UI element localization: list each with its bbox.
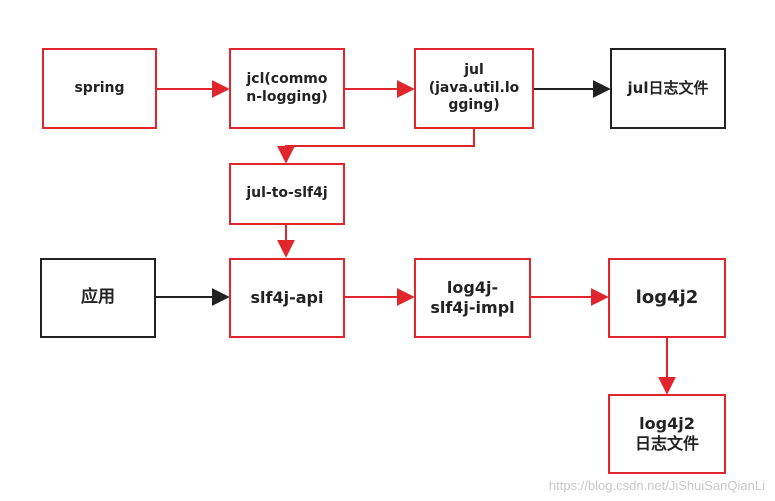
edge-jul-to-jul-to-slf4j	[277, 128, 475, 164]
node-log4j2-file-label-line2: 日志文件	[634, 434, 699, 453]
node-log4j-slf4j-impl: log4j- slf4j-impl	[414, 258, 531, 338]
node-jul-file: jul日志文件	[610, 48, 726, 129]
node-log4j-slf4j-impl-label-line1: log4j-	[446, 278, 499, 297]
node-jul-to-slf4j: jul-to-slf4j	[229, 163, 345, 225]
node-slf4j-api: slf4j-api	[229, 258, 345, 338]
node-app: 应用	[40, 258, 156, 338]
node-spring: spring	[42, 48, 157, 129]
node-log4j-slf4j-impl-label-line2: slf4j-impl	[430, 298, 515, 317]
node-jul-label-line2: (java.util.lo	[428, 79, 520, 96]
node-jul-label-line1: jul	[464, 62, 484, 79]
node-jcl: jcl(commo n-logging)	[229, 48, 345, 129]
node-log4j2: log4j2	[608, 258, 726, 338]
node-jul-label-line3: gging)	[448, 97, 500, 114]
node-jcl-text: jcl(commo n-logging)	[246, 71, 327, 106]
node-jcl-label-line2: n-logging)	[246, 88, 328, 105]
node-log4j2-file: log4j2 日志文件	[608, 394, 726, 474]
node-log4j2-label: log4j2	[635, 286, 699, 308]
node-slf4j-api-label: slf4j-api	[250, 288, 324, 307]
node-spring-label: spring	[74, 79, 125, 96]
node-jul: jul (java.util.lo gging)	[414, 48, 534, 129]
node-jul-to-slf4j-label: jul-to-slf4j	[246, 185, 328, 202]
node-log4j2-file-label-line1: log4j2	[639, 414, 695, 433]
node-log4j-slf4j-impl-text: log4j- slf4j-impl	[430, 278, 514, 318]
node-jcl-label-line1: jcl(commo	[246, 71, 328, 87]
watermark: https://blog.csdn.net/JiShuiSanQianLi	[548, 478, 765, 493]
node-jul-file-label: jul日志文件	[627, 79, 709, 98]
node-app-label: 应用	[81, 287, 115, 308]
node-jul-text: jul (java.util.lo gging)	[429, 62, 520, 115]
node-log4j2-file-text: log4j2 日志文件	[635, 414, 699, 454]
